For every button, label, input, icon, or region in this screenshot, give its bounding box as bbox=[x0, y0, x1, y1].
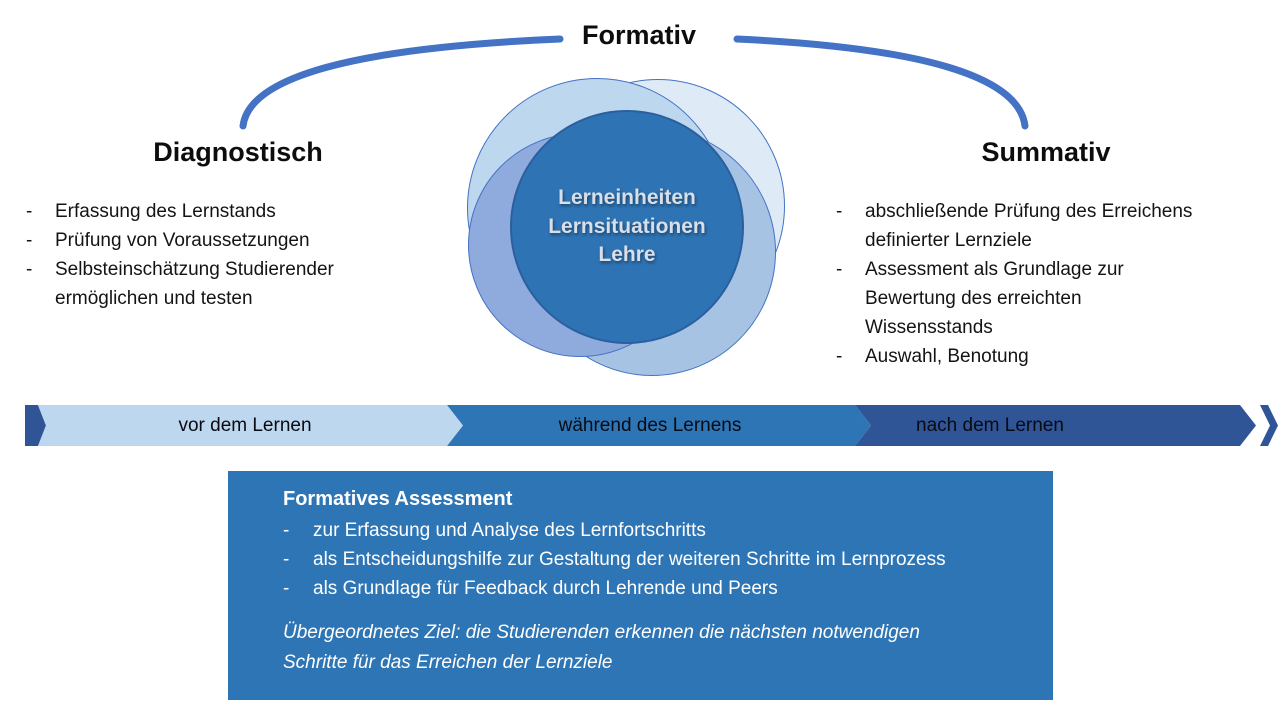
bullet-dash: - bbox=[836, 259, 843, 280]
list-item-text: Selbsteinschätzung Studierender ermöglic… bbox=[55, 259, 334, 309]
right-brace-arc bbox=[733, 35, 1029, 130]
list-item-text: abschließende Prüfung des Erreichens def… bbox=[865, 201, 1193, 251]
bullet-dash: - bbox=[26, 259, 33, 280]
list-item: - Erfassung des Lernstands bbox=[26, 197, 456, 226]
list-item: - zur Erfassung und Analyse des Lernfort… bbox=[283, 516, 1033, 545]
venn-circle-main bbox=[510, 110, 744, 344]
list-item-text: als Grundlage für Feedback durch Lehrend… bbox=[313, 578, 778, 599]
list-item: - Assessment als Grundlage zur Bewertung… bbox=[836, 255, 1272, 342]
box-goal-text: Übergeordnetes Ziel: die Studierenden er… bbox=[283, 622, 920, 673]
timeline-label-after: nach dem Lernen bbox=[916, 415, 1064, 436]
diagnostic-heading: Diagnostisch bbox=[153, 137, 323, 167]
venn-center-label: Lerneinheiten Lernsituationen Lehre bbox=[548, 186, 706, 267]
list-item-text: Erfassung des Lernstands bbox=[55, 201, 276, 222]
box-heading: Formatives Assessment bbox=[283, 488, 513, 510]
list-item-text: als Entscheidungshilfe zur Gestaltung de… bbox=[313, 549, 946, 570]
bullet-dash: - bbox=[836, 346, 843, 367]
list-item: - Auswahl, Benotung bbox=[836, 342, 1272, 371]
list-item-text: zur Erfassung und Analyse des Lernfortsc… bbox=[313, 520, 706, 541]
summative-list: - abschließende Prüfung des Erreichens d… bbox=[836, 197, 1272, 371]
bullet-dash: - bbox=[283, 520, 290, 541]
page-title: Formativ bbox=[581, 20, 697, 50]
left-brace-arc bbox=[239, 35, 564, 130]
formative-assessment-box: Formatives Assessment - zur Erfassung un… bbox=[228, 471, 1053, 700]
bullet-dash: - bbox=[26, 230, 33, 251]
timeline-label-during: während des Lernens bbox=[558, 415, 742, 436]
timeline-segment-during bbox=[447, 405, 871, 446]
box-list: - zur Erfassung und Analyse des Lernfort… bbox=[283, 516, 1033, 603]
timeline-label-before: vor dem Lernen bbox=[178, 415, 312, 436]
list-item: - abschließende Prüfung des Erreichens d… bbox=[836, 197, 1272, 255]
bullet-dash: - bbox=[283, 578, 290, 599]
list-item-text: Prüfung von Voraussetzungen bbox=[55, 230, 310, 251]
list-item-text: Assessment als Grundlage zur Bewertung d… bbox=[865, 259, 1124, 338]
summative-heading: Summativ bbox=[981, 137, 1111, 167]
list-item: - Prüfung von Voraussetzungen bbox=[26, 226, 456, 255]
diagnostic-list: - Erfassung des Lernstands - Prüfung von… bbox=[26, 197, 456, 313]
list-item-text: Auswahl, Benotung bbox=[865, 346, 1029, 367]
timeline-segment-before bbox=[38, 405, 463, 446]
list-item: - als Entscheidungshilfe zur Gestaltung … bbox=[283, 545, 1033, 574]
timeline-start-cap bbox=[25, 405, 46, 446]
list-item: - als Grundlage für Feedback durch Lehre… bbox=[283, 574, 1033, 603]
list-item: - Selbsteinschätzung Studierender ermögl… bbox=[26, 255, 456, 313]
bullet-dash: - bbox=[26, 201, 33, 222]
bullet-dash: - bbox=[836, 201, 843, 222]
timeline-segment-after bbox=[855, 405, 1256, 446]
timeline-end-cap bbox=[1260, 405, 1278, 446]
bullet-dash: - bbox=[283, 549, 290, 570]
